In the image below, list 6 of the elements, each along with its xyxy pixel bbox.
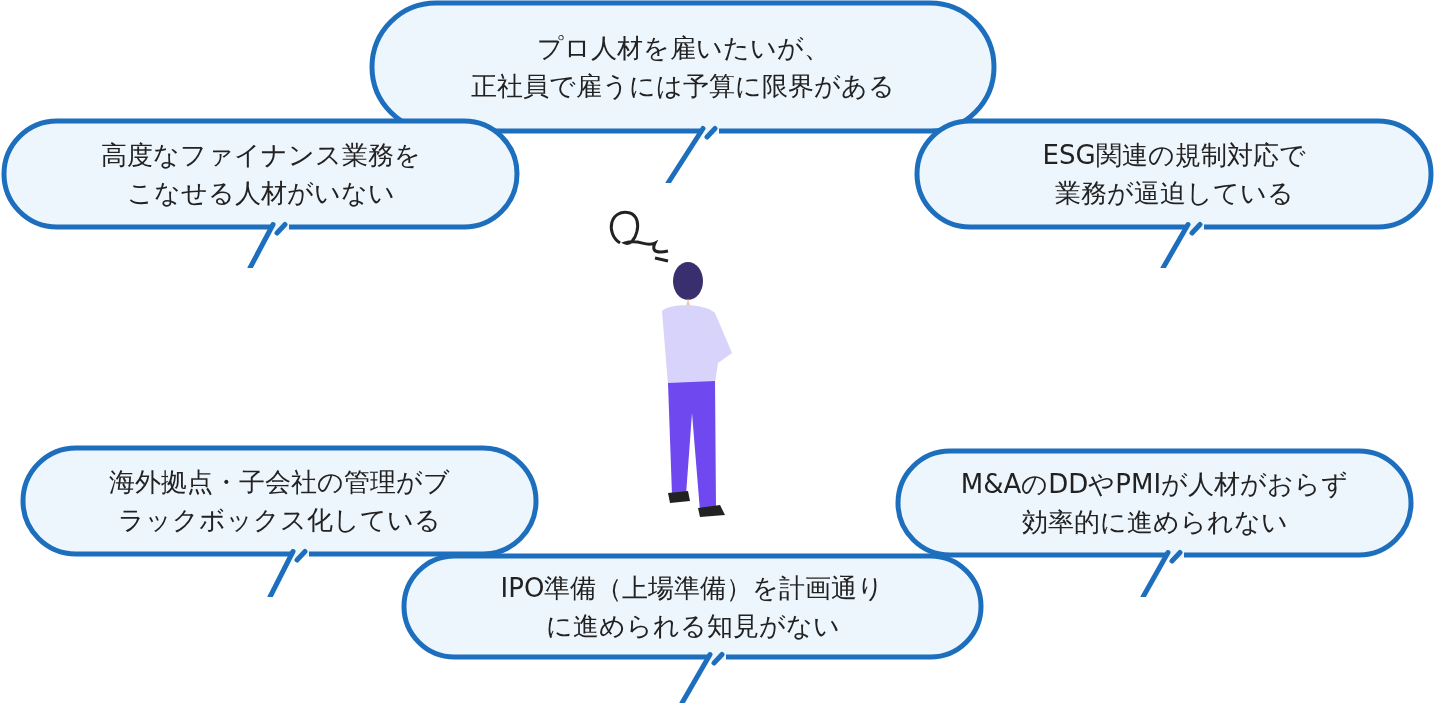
bubble-text: M&AのDDやPMIが人材がおらず効率的に進められない	[959, 468, 1350, 539]
bubble-text: プロ人材を雇いたいが、正社員で雇うには予算に限界がある	[470, 32, 896, 103]
bubble-text: 高度なファイナンス業務をこなせる人材がいない	[99, 139, 422, 210]
bubble-text: ESG関連の規制対応で業務が逼迫している	[1041, 139, 1307, 210]
bubble-text: IPO準備（上場準備）を計画通りに進められる知見がない	[499, 571, 886, 643]
bubble-text: 海外拠点・子会社の管理がブラックボックス化している	[108, 466, 451, 537]
